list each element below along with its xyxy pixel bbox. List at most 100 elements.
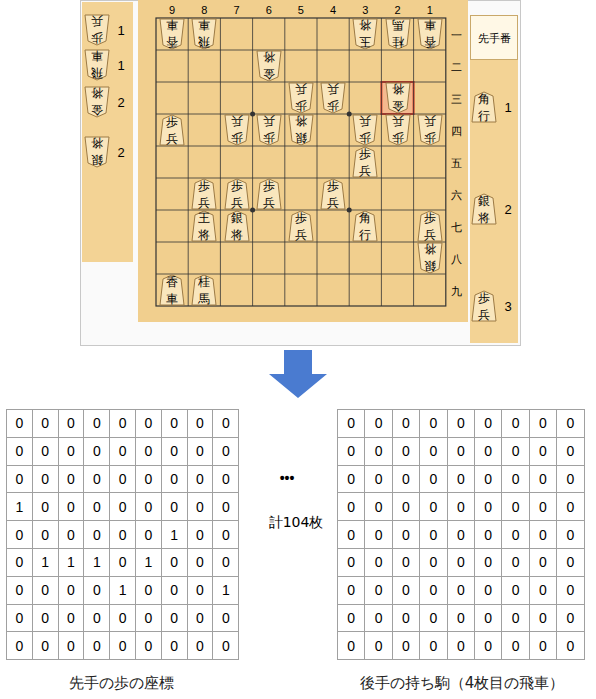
cell-value: 0 (170, 582, 178, 598)
rank-number-holder: 六 (451, 185, 462, 203)
cell-value: 0 (539, 610, 547, 626)
matrix-cell: 0 (529, 437, 556, 465)
cell-value: 0 (402, 415, 410, 431)
cell-value: 0 (457, 638, 465, 654)
matrix-cell: 0 (135, 409, 161, 437)
matrix-cell: 0 (187, 520, 213, 548)
sente-piece: 角行 (351, 210, 379, 242)
matrix-cell: 0 (32, 576, 58, 604)
sente-piece: 歩兵 (190, 178, 218, 210)
matrix-cell: 1 (135, 548, 161, 576)
cell-value: 0 (402, 582, 410, 598)
cell-value: 0 (41, 415, 49, 431)
screenshot-frame (81, 1, 521, 346)
cell-value: 0 (145, 471, 153, 487)
sente-piece: 角行 (470, 91, 498, 123)
cell-value: 0 (457, 499, 465, 515)
gote-piece: 銀将 (287, 114, 315, 146)
matrix-cell: 0 (474, 465, 501, 493)
cell-value: 0 (484, 638, 492, 654)
cell-value: 0 (119, 443, 127, 459)
cell-value: 0 (67, 638, 75, 654)
matrix-cell: 0 (501, 492, 528, 520)
file-number-holder: 9 (169, 0, 175, 18)
piece-name: 歩兵 (478, 290, 490, 324)
cell-value: 0 (67, 582, 75, 598)
matrix-cell: 0 (529, 631, 556, 659)
cell-value: 0 (375, 582, 383, 598)
matrix-cell: 0 (58, 492, 84, 520)
matrix-cell: 0 (161, 548, 187, 576)
piece-name: 歩兵 (359, 146, 371, 180)
cell-value: 0 (512, 582, 520, 598)
cell-value: 0 (93, 527, 101, 543)
cell-value: 0 (566, 499, 574, 515)
sente-piece: 銀将 (223, 210, 251, 242)
matrix-cell: 0 (447, 437, 474, 465)
piece-name: 銀将 (231, 210, 243, 244)
matrix-cell: 0 (392, 604, 419, 632)
cell-value: 0 (402, 499, 410, 515)
matrix-cell: 1 (109, 576, 135, 604)
rank-number-holder: 二 (451, 57, 462, 75)
cell-value: 0 (347, 582, 355, 598)
piece-name: 歩兵 (424, 210, 436, 244)
gote-piece: 歩兵 (287, 82, 315, 114)
cell-value: 0 (512, 499, 520, 515)
hand-count: 3 (504, 299, 511, 314)
matrix-cell: 0 (187, 465, 213, 493)
cell-value: 0 (41, 471, 49, 487)
file-number: 1 (427, 4, 433, 16)
matrix-cell: 0 (212, 492, 238, 520)
cell-value: 0 (145, 527, 153, 543)
cell-value: 0 (484, 527, 492, 543)
matrix-cell: 0 (212, 548, 238, 576)
cell-value: 0 (457, 443, 465, 459)
matrix-cell: 0 (212, 604, 238, 632)
cell-value: 0 (512, 415, 520, 431)
matrix-cell: 0 (32, 492, 58, 520)
cell-value: 0 (145, 610, 153, 626)
cell-value: 0 (457, 527, 465, 543)
hand-count: 1 (117, 23, 124, 38)
hand-count: 2 (117, 95, 124, 110)
cell-value: 0 (484, 471, 492, 487)
cell-value: 0 (347, 638, 355, 654)
sente-pawn-matrix: 0000000000000000000000000001000000000000… (6, 409, 239, 660)
hand-count-holder: 3 (504, 297, 511, 315)
file-number-holder: 4 (330, 0, 336, 18)
matrix-cell: 0 (83, 631, 109, 659)
sente-piece: 香車 (158, 274, 186, 306)
piece-name: 王将 (198, 210, 210, 244)
cell-value: 0 (429, 554, 437, 570)
matrix-cell: 0 (474, 631, 501, 659)
turn-box (471, 16, 518, 60)
cell-value: 0 (145, 415, 153, 431)
cell-value: 0 (375, 443, 383, 459)
cell-value: 0 (93, 638, 101, 654)
gote-piece: 歩兵 (223, 114, 251, 146)
cell-value: 0 (429, 499, 437, 515)
cell-value: 0 (196, 443, 204, 459)
cell-value: 0 (347, 554, 355, 570)
file-number-holder: 8 (201, 0, 207, 18)
piece-name: 飛車 (91, 47, 103, 81)
board-frame (156, 18, 446, 306)
sente-piece: 歩兵 (319, 178, 347, 210)
cell-value: 0 (196, 499, 204, 515)
piece-name: 桂馬 (198, 274, 210, 308)
cell-value: 0 (222, 554, 230, 570)
matrix-cell: 0 (135, 492, 161, 520)
cell-value: 0 (566, 610, 574, 626)
rank-number-holder: 七 (451, 217, 462, 235)
sente-piece: 歩兵 (470, 290, 498, 322)
hand-count: 1 (117, 58, 124, 73)
matrix-cell: 0 (83, 576, 109, 604)
file-number: 4 (330, 4, 336, 16)
piece-name: 歩兵 (91, 12, 103, 46)
matrix-cell: 0 (212, 465, 238, 493)
matrix-cell: 0 (474, 437, 501, 465)
matrix-cell: 0 (135, 631, 161, 659)
cell-value: 0 (347, 527, 355, 543)
cell-value: 0 (16, 415, 24, 431)
